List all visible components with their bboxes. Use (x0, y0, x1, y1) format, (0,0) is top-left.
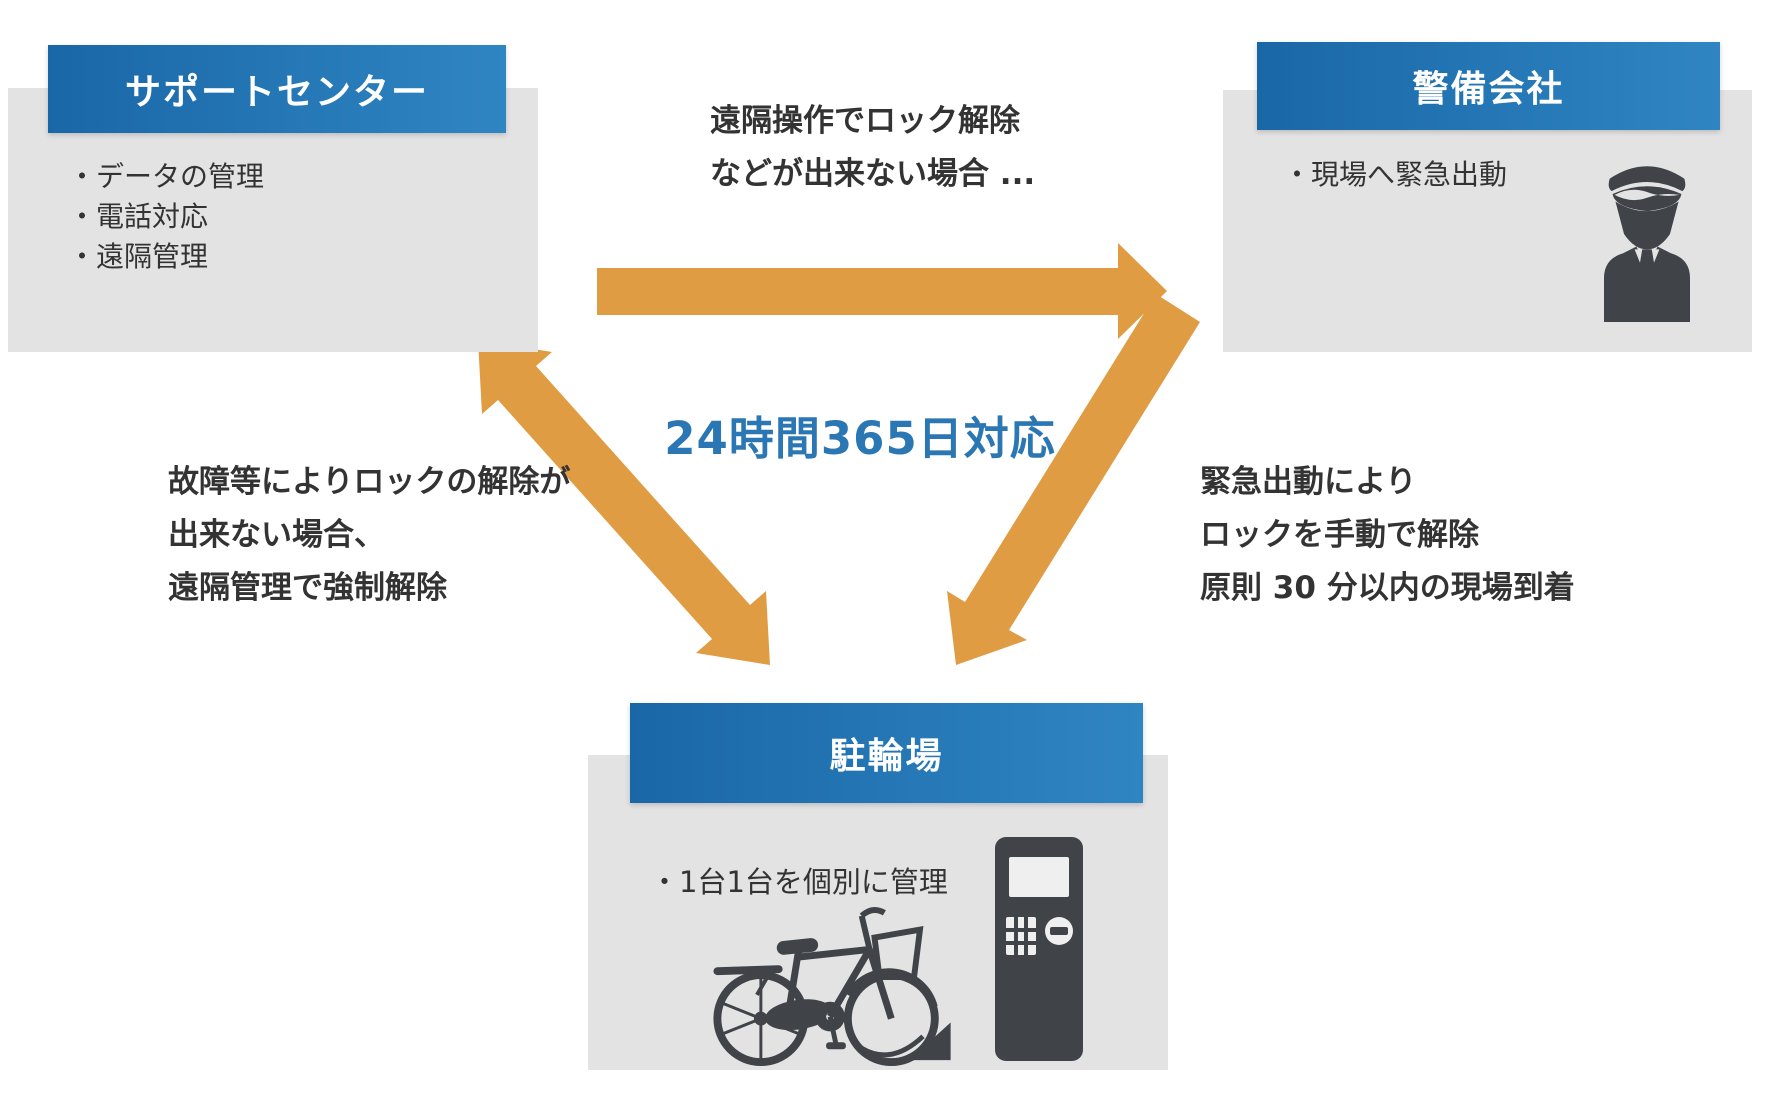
support-center-header: サポートセンター (48, 45, 506, 133)
annotation-line: 遠隔操作でロック解除 (710, 103, 1020, 139)
security-company-title: 警備会社 (1412, 69, 1565, 110)
annotation-line: 緊急出動により (1200, 464, 1417, 500)
parking-list: ・1台1台を個別に管理 (650, 862, 948, 902)
annotation-line: 原則 30 分以内の現場到着 (1200, 570, 1575, 606)
security-company-list: ・現場へ緊急出動 (1283, 155, 1507, 195)
security-company-header: 警備会社 (1257, 42, 1720, 130)
support-center-title: サポートセンター (124, 72, 429, 113)
security-guard-icon (1604, 166, 1690, 322)
list-item: ・1台1台を個別に管理 (650, 865, 948, 899)
list-item: ・データの管理 (68, 160, 265, 193)
annotation-line: ロックを手動で解除 (1200, 517, 1479, 553)
parking-title: 駐輪場 (829, 736, 944, 777)
arrow-right-icon (597, 243, 1167, 339)
annotation-security-to-parking: 緊急出動により ロックを手動で解除 原則 30 分以内の現場到着 (1200, 456, 1575, 615)
support-center-list: ・データの管理 ・電話対応 ・遠隔管理 (68, 157, 264, 277)
annotation-line: 出来ない場合、 (168, 517, 385, 553)
arrow-down-left-icon (947, 294, 1200, 665)
parking-header: 駐輪場 (630, 703, 1143, 803)
bicycle-icon (713, 907, 951, 1067)
list-item: ・電話対応 (68, 200, 209, 233)
list-item: ・現場へ緊急出動 (1283, 158, 1508, 191)
list-item: ・遠隔管理 (68, 240, 209, 273)
annotation-line: 遠隔管理で強制解除 (168, 570, 447, 606)
center-label: 24時間365日対応 (664, 412, 1056, 465)
annotation-parking-to-support: 故障等によりロックの解除が 出来ない場合、 遠隔管理で強制解除 (168, 456, 570, 615)
annotation-support-to-security: 遠隔操作でロック解除 などが出来ない場合 ... (710, 95, 1035, 201)
annotation-line: 故障等によりロックの解除が (168, 464, 571, 500)
payment-kiosk-icon (995, 837, 1083, 1061)
annotation-line: などが出来ない場合 ... (710, 156, 1036, 192)
